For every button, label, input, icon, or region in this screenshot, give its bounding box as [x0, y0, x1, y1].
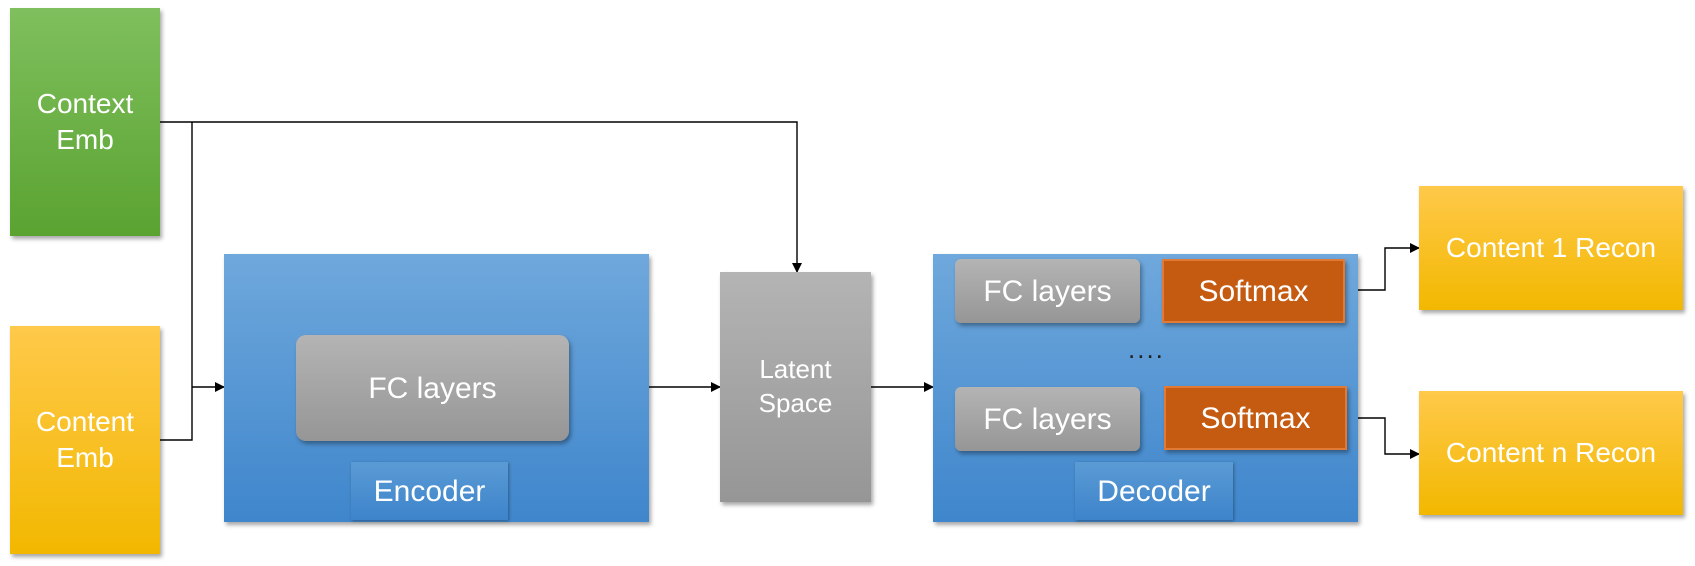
decoder-softmax-n: Softmax [1164, 386, 1347, 450]
decoder-softmax-1: Softmax [1162, 259, 1345, 323]
softmaxn-to-outputn-arrow [1347, 417, 1420, 459]
content-n-recon-box: Content n Recon [1419, 391, 1683, 515]
context-to-latent-arrow [160, 121, 802, 273]
context-emb-box: Context Emb [10, 8, 160, 236]
content-1-recon-box: Content 1 Recon [1419, 186, 1683, 310]
content-emb-box: Content Emb [10, 326, 160, 554]
content-to-encoder-line [160, 387, 193, 441]
softmax1-to-output1-arrow [1345, 243, 1420, 291]
encoder-label: Encoder [351, 462, 508, 520]
decoder-ellipsis: .... [1128, 334, 1165, 364]
encoder-fc-layers: FC layers [296, 335, 569, 441]
decoder-fc-layers-1: FC layers [955, 259, 1140, 323]
decoder-fc-layers-n: FC layers [955, 387, 1140, 451]
latent-space-box: Latent Space [720, 272, 871, 502]
decoder-label: Decoder [1075, 462, 1233, 520]
